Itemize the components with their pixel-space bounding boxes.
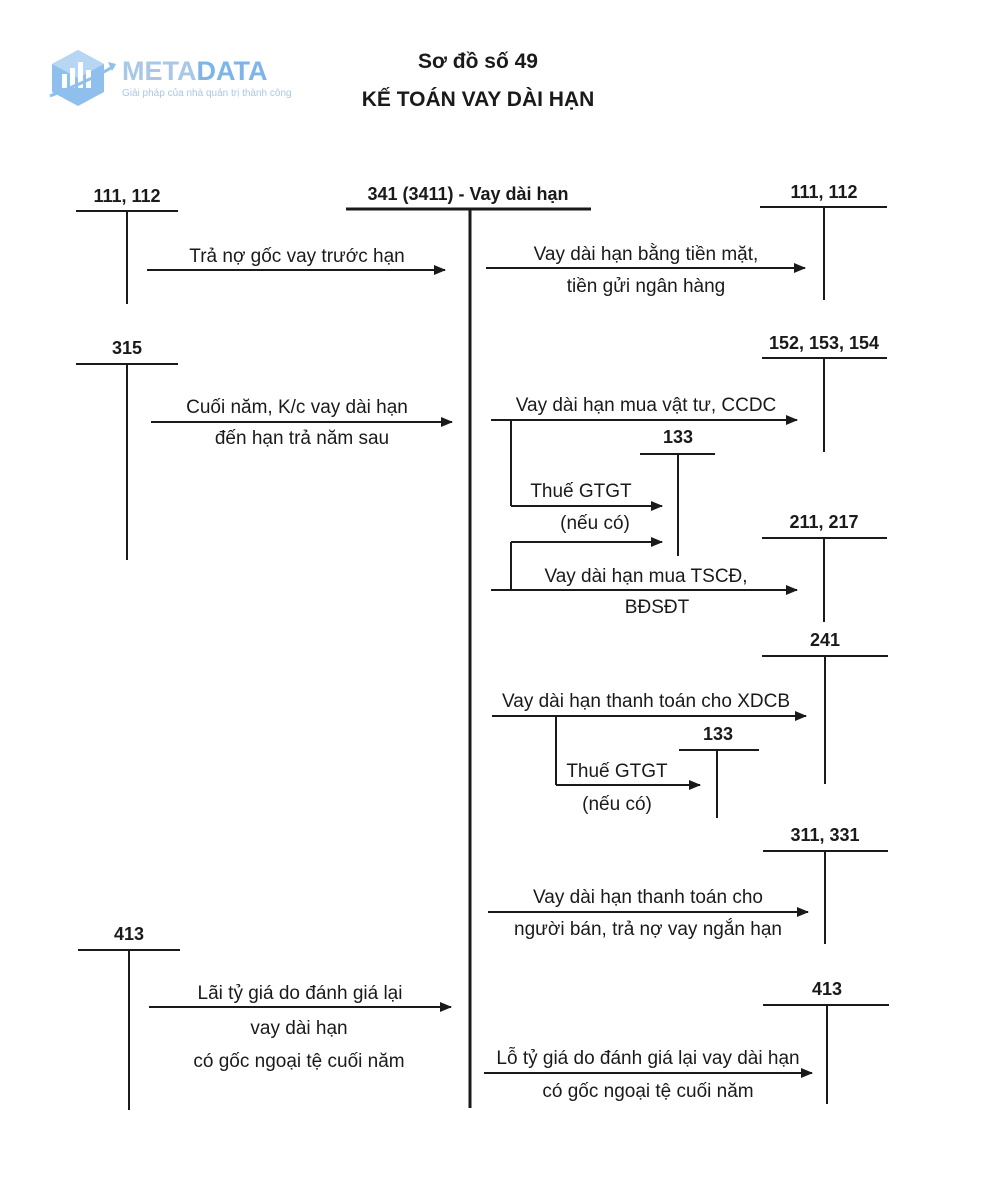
flow-vat-a-label-1: Thuế GTGT (530, 481, 632, 502)
flow-fx-gain-label-1: Lãi tỷ giá do đánh giá lại (198, 983, 403, 1004)
account-left-315-label: 315 (112, 338, 142, 358)
account-right-241: 241 (762, 630, 888, 784)
account-133-b: 133 (679, 724, 759, 818)
flow-pay-construction: Vay dài hạn thanh toán cho XDCB (492, 691, 807, 721)
flow-vat-a-label-2: (nếu có) (560, 513, 630, 534)
flow-pay-supplier-label-2: người bán, trả nợ vay ngắn hạn (514, 918, 782, 940)
flow-year-end: Cuối năm, K/c vay dài hạn đến hạn trả nă… (151, 397, 453, 449)
flow-borrow-cash: Vay dài hạn bằng tiền mặt, tiền gửi ngân… (486, 243, 806, 297)
account-right-311-331: 311, 331 (763, 825, 888, 944)
logo-brand-data: DATA (197, 56, 268, 86)
flow-buy-assets: Vay dài hạn mua TSCĐ, BĐSĐT (491, 537, 798, 618)
flow-repay-early-label: Trả nợ gốc vay trước hạn (189, 246, 404, 267)
account-133-a: 133 (640, 427, 715, 556)
account-right-111-112-label: 111, 112 (790, 182, 857, 202)
account-341-label: 341 (3411) - Vay dài hạn (367, 184, 568, 204)
account-right-413-label: 413 (812, 979, 842, 999)
flow-year-end-label-2: đến hạn trả năm sau (215, 428, 389, 449)
flow-fx-gain: Lãi tỷ giá do đánh giá lại vay dài hạn c… (149, 983, 452, 1072)
account-right-241-label: 241 (810, 630, 840, 650)
logo-tagline: Giải pháp của nhà quản trị thành công (122, 87, 292, 99)
flow-pay-supplier: Vay dài hạn thanh toán cho người bán, tr… (488, 887, 809, 940)
flow-buy-materials-label: Vay dài hạn mua vật tư, CCDC (516, 395, 777, 416)
account-right-211-217-label: 211, 217 (789, 512, 858, 532)
diagram-number: Sơ đồ số 49 (418, 50, 538, 73)
account-right-111-112: 111, 112 (760, 182, 887, 300)
flow-fx-gain-label-2: vay dài hạn (250, 1018, 347, 1039)
flow-fx-loss: Lỗ tỷ giá do đánh giá lại vay dài hạn có… (484, 1047, 813, 1102)
account-left-111-112-label: 111, 112 (93, 186, 160, 206)
flow-pay-supplier-label-1: Vay dài hạn thanh toán cho (533, 887, 763, 908)
account-right-311-331-label: 311, 331 (790, 825, 859, 845)
flow-borrow-cash-label-2: tiền gửi ngân hàng (567, 276, 726, 297)
account-right-211-217: 211, 217 (762, 512, 887, 622)
flow-vat-b-label-2: (nếu có) (582, 794, 652, 815)
flow-vat-b-label-1: Thuế GTGT (566, 761, 668, 782)
account-left-111-112: 111, 112 (76, 186, 178, 304)
flow-vat-a: Thuế GTGT (nếu có) (510, 420, 663, 534)
flow-borrow-cash-label-1: Vay dài hạn bằng tiền mặt, (534, 243, 759, 265)
flow-buy-assets-label-2: BĐSĐT (625, 597, 690, 618)
flow-fx-loss-label-1: Lỗ tỷ giá do đánh giá lại vay dài hạn (496, 1047, 799, 1069)
metadata-logo: METADATA Giải pháp của nhà quản trị thàn… (49, 50, 292, 106)
account-right-413: 413 (763, 979, 889, 1104)
account-right-152-153-154: 152, 153, 154 (762, 333, 887, 452)
logo-cube-icon (49, 50, 116, 106)
svg-text:METADATA: METADATA (122, 56, 267, 86)
diagram-title: KẾ TOÁN VAY DÀI HẠN (362, 88, 595, 111)
account-133-b-label: 133 (703, 724, 733, 744)
account-341: 341 (3411) - Vay dài hạn (346, 184, 591, 1108)
flow-fx-loss-label-2: có gốc ngoại tệ cuối năm (542, 1081, 753, 1102)
flow-buy-assets-label-1: Vay dài hạn mua TSCĐ, (544, 566, 747, 587)
flow-buy-materials: Vay dài hạn mua vật tư, CCDC (491, 395, 798, 425)
flow-fx-gain-label-3: có gốc ngoại tệ cuối năm (193, 1051, 404, 1072)
account-right-152-153-154-label: 152, 153, 154 (769, 333, 879, 353)
flow-vat-b: Thuế GTGT (nếu có) (555, 716, 701, 815)
flow-pay-construction-label: Vay dài hạn thanh toán cho XDCB (502, 691, 790, 712)
account-left-413-label: 413 (114, 924, 144, 944)
flow-repay-early: Trả nợ gốc vay trước hạn (147, 246, 446, 275)
account-133-a-label: 133 (663, 427, 693, 447)
account-left-413: 413 (78, 924, 180, 1110)
account-left-315: 315 (76, 338, 178, 560)
logo-brand-meta: META (122, 56, 197, 86)
flow-year-end-label-1: Cuối năm, K/c vay dài hạn (186, 397, 408, 418)
